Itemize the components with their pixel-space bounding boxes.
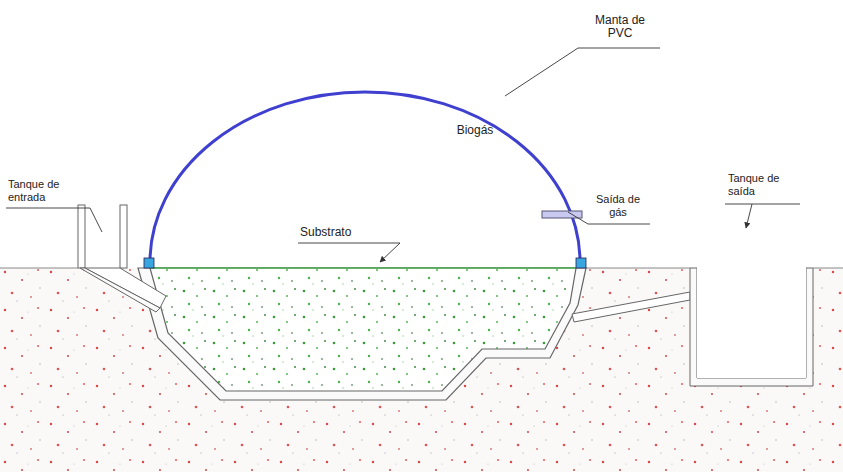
ground-line [586, 268, 690, 269]
membrane-anchor [144, 258, 154, 268]
leader-line [298, 243, 400, 262]
leader-line [725, 204, 800, 228]
substrate [150, 268, 576, 391]
outlet-tank [697, 268, 806, 378]
leader-line [6, 208, 102, 232]
part-label: Saída de gás [590, 193, 646, 219]
leader-line [505, 48, 660, 96]
part-label: Manta de PVC [588, 14, 652, 40]
pit-wall [138, 268, 586, 400]
part-label: Tanque de entrada [8, 178, 88, 204]
soil [0, 268, 843, 472]
ground-line [0, 268, 78, 269]
pvc-membrane [150, 92, 580, 262]
leader-line [568, 212, 650, 224]
membrane-anchor [576, 258, 586, 268]
inlet-wall [120, 205, 127, 268]
outlet-tank-wall [690, 268, 813, 386]
part-label: Tanque de saída [728, 172, 798, 198]
region-label: Substrato [300, 226, 390, 239]
substrate-surface [150, 267, 576, 269]
region-label: Biogás [440, 124, 510, 137]
inlet-pipe-wall [80, 268, 160, 312]
ground-line [813, 268, 843, 269]
inlet-wall [78, 205, 85, 268]
outlet-pipe [572, 292, 690, 322]
